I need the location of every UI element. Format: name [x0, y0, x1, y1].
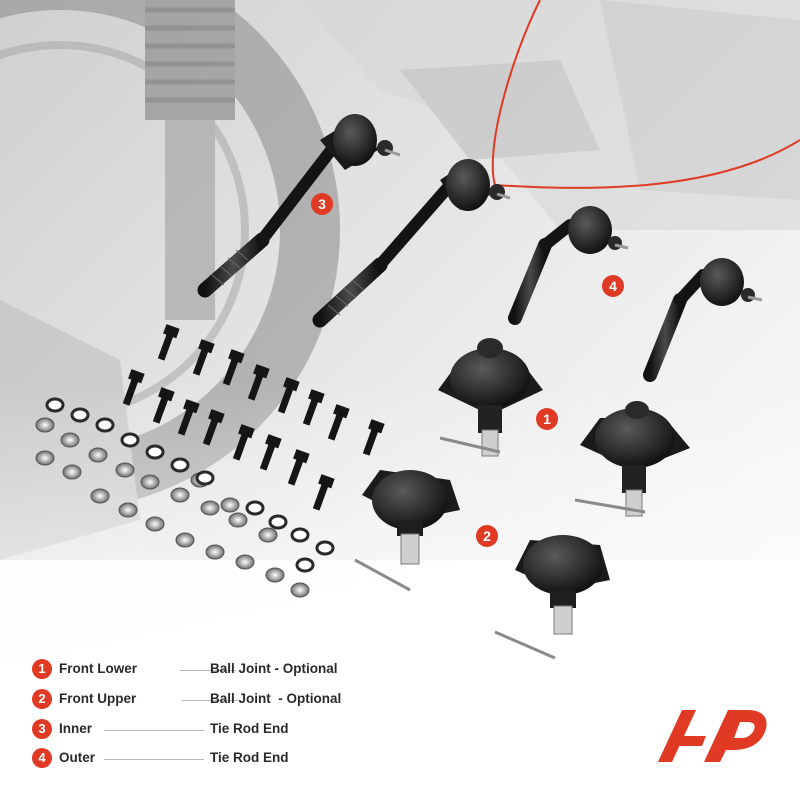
- front-upper-ball-joint-2: [494, 535, 610, 660]
- front-lower-ball-joint-1: [438, 338, 543, 457]
- legend-description: Ball Joint - Optional: [210, 691, 342, 706]
- legend-row-outer: 4 Outer Tie Rod End: [32, 747, 392, 771]
- callout-badge-3: 3: [311, 193, 333, 215]
- legend-number-4: 4: [32, 748, 52, 768]
- callout-badge-4: 4: [602, 275, 624, 297]
- outer-tie-rod-end-left: [508, 206, 629, 325]
- legend-description: Tie Rod End: [210, 721, 289, 736]
- legend-leader-line: [104, 759, 204, 760]
- legend-part-name: Front Lower: [59, 661, 137, 676]
- callout-badge-2: 2: [476, 525, 498, 547]
- nut-and-washer-set: [35, 397, 335, 598]
- legend-leader-line: [104, 730, 204, 731]
- legend-part-name: Front Upper: [59, 691, 137, 706]
- legend-leader-line: [182, 700, 238, 701]
- legend-row-front-lower: 1 Front Lower Ball Joint - Optional: [32, 658, 392, 682]
- legend-row-inner: 3 Inner Tie Rod End: [32, 718, 392, 742]
- legend-number-2: 2: [32, 689, 52, 709]
- legend-leader-line: [180, 670, 236, 671]
- legend-number-1: 1: [32, 659, 52, 679]
- brand-logo-icon: [658, 710, 767, 762]
- front-upper-ball-joint-1: [354, 470, 460, 592]
- legend-part-name: Outer: [59, 750, 96, 765]
- inner-tie-rod-end-left: [197, 114, 401, 298]
- legend-row-front-upper: 2 Front Upper Ball Joint - Optional: [32, 688, 392, 712]
- inner-tie-rod-end-right: [312, 159, 511, 328]
- front-lower-ball-joint-2: [574, 401, 690, 517]
- legend-part-name: Inner: [59, 721, 93, 736]
- legend-number-3: 3: [32, 719, 52, 739]
- legend-description: Tie Rod End: [210, 750, 289, 765]
- legend-description: Ball Joint - Optional: [210, 661, 338, 676]
- outer-tie-rod-end-right: [643, 258, 763, 382]
- bolt-set: [122, 324, 385, 511]
- callout-badge-1: 1: [536, 408, 558, 430]
